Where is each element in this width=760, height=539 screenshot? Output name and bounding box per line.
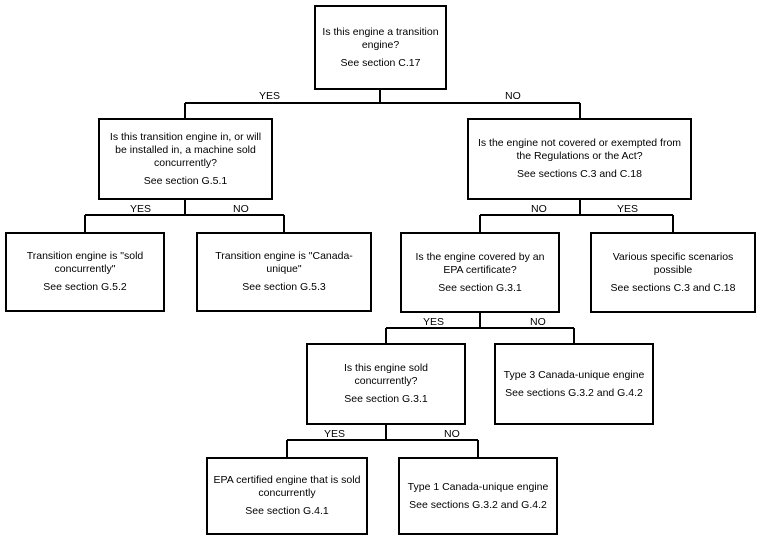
branch-label-yes: YES — [617, 203, 639, 215]
node-section-ref: See section G.3.1 — [344, 393, 428, 405]
node-question: Type 1 Canada-unique engine — [407, 480, 549, 493]
node-type1-canada-unique: Type 1 Canada-unique engine See sections… — [398, 457, 558, 535]
node-question: Is this engine a transition engine? — [322, 25, 439, 51]
node-section-ref: See sections C.3 and C.18 — [517, 168, 642, 180]
node-section-ref: See sections C.3 and C.18 — [610, 281, 736, 294]
node-section-ref: See sections G.3.2 and G.4.2 — [409, 498, 547, 511]
node-question: Is the engine covered by an EPA certific… — [415, 250, 545, 276]
node-various-scenarios: Various specific scenarios possible See … — [590, 232, 756, 313]
branch-label-yes: YES — [324, 428, 346, 440]
node-section-ref: See section C.17 — [340, 56, 421, 69]
node-is-sold-concurrently: Is this engine sold concurrently? See se… — [306, 343, 466, 425]
node-type3-canada-unique: Type 3 Canada-unique engine See sections… — [494, 343, 654, 425]
node-question: Various specific scenarios possible — [612, 250, 734, 276]
node-epa-certified-sold-concurrently: EPA certified engine that is sold concur… — [206, 457, 368, 535]
node-not-covered: Is the engine not covered or exempted fr… — [467, 118, 692, 200]
node-question: Transition engine is "sold concurrently" — [26, 250, 144, 275]
branch-label-yes: YES — [423, 316, 445, 328]
node-question: Is this engine sold concurrently? — [343, 362, 429, 387]
branch-label-no: NO — [444, 428, 460, 440]
node-question: Is the engine not covered or exempted fr… — [477, 137, 682, 162]
node-transition-sold-concurrently: Transition engine is "sold concurrently"… — [5, 232, 165, 312]
node-question: Type 3 Canada-unique engine — [503, 368, 645, 381]
branch-label-no: NO — [233, 203, 249, 215]
branch-label-yes: YES — [259, 90, 281, 102]
branch-label-no: NO — [530, 316, 546, 328]
node-question: EPA certified engine that is sold concur… — [213, 474, 361, 499]
branch-label-yes: YES — [130, 203, 152, 215]
branch-label-no: NO — [505, 90, 521, 102]
node-section-ref: See section G.3.1 — [438, 281, 522, 294]
node-question: Transition engine is "Canada-unique" — [215, 250, 353, 275]
node-transition-engine: Is this engine a transition engine? See … — [314, 5, 447, 90]
node-section-ref: See section G.5.3 — [242, 281, 326, 293]
node-section-ref: See section G.5.2 — [43, 281, 127, 293]
node-installed-in-machine: Is this transition engine in, or will be… — [98, 118, 273, 200]
branch-label-no: NO — [531, 203, 547, 215]
node-section-ref: See sections G.3.2 and G.4.2 — [505, 386, 643, 399]
node-epa-covered: Is the engine covered by an EPA certific… — [400, 232, 560, 313]
node-question: Is this transition engine in, or will be… — [109, 130, 262, 169]
node-section-ref: See section G.4.1 — [245, 505, 329, 517]
node-section-ref: See section G.5.1 — [143, 174, 228, 187]
node-transition-canada-unique: Transition engine is "Canada-unique" See… — [196, 232, 372, 312]
